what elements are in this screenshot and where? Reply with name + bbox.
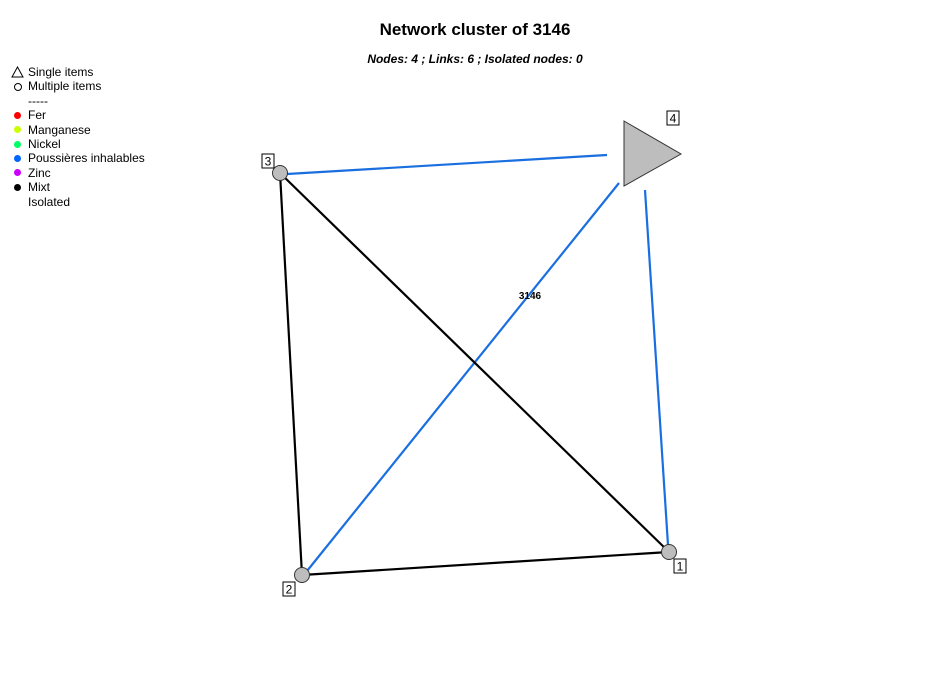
yellow-dot-icon — [14, 126, 21, 134]
link-3-2 — [278, 172, 304, 576]
node-label-4: 4 — [666, 110, 680, 126]
legend-item-nickel: Nickel — [10, 137, 145, 151]
node-label-1: 1 — [673, 558, 687, 574]
legend-label: Manganese — [28, 122, 91, 137]
legend-item-isolated: Isolated — [10, 195, 145, 209]
node-1 — [661, 544, 677, 560]
blue-dot-icon — [14, 155, 21, 163]
legend-separator: ----- — [28, 93, 48, 108]
legend-label: Mixt — [28, 180, 50, 195]
chart-title: Network cluster of 3146 — [379, 20, 571, 39]
legend-item-single: Single items — [10, 65, 145, 79]
red-dot-icon — [14, 111, 21, 119]
link-4-2 — [306, 182, 620, 572]
legend-item-mixt: Mixt — [10, 180, 145, 194]
legend-label: Poussières inhalables — [28, 151, 145, 166]
legend: Single items Multiple items ----- Fer Ma… — [10, 65, 145, 209]
svg-text:2: 2 — [286, 583, 293, 597]
node-2 — [294, 567, 310, 583]
legend-item-manganese: Manganese — [10, 123, 145, 137]
legend-item-fer: Fer — [10, 108, 145, 122]
link-4-1 — [643, 189, 670, 546]
circle-icon — [10, 82, 25, 91]
legend-label: Single items — [28, 65, 94, 79]
node-label-3: 3 — [261, 153, 275, 169]
node-3 — [272, 165, 288, 181]
legend-label: Fer — [28, 108, 46, 123]
link-3-4 — [286, 153, 608, 176]
svg-text:3: 3 — [265, 155, 272, 169]
link-2-1 — [301, 550, 670, 577]
link-label: 3146 — [519, 291, 542, 302]
purple-dot-icon — [14, 169, 21, 177]
link-3-1 — [279, 172, 670, 553]
node-label-2: 2 — [282, 581, 296, 597]
legend-label: Nickel — [28, 136, 61, 151]
chart-subtitle: Nodes: 4 ; Links: 6 ; Isolated nodes: 0 — [367, 52, 583, 66]
legend-label: Zinc — [28, 165, 51, 180]
legend-item-zinc: Zinc — [10, 166, 145, 180]
green-dot-icon — [14, 140, 21, 148]
svg-text:4: 4 — [670, 112, 677, 126]
node-4 — [623, 120, 683, 187]
black-dot-icon — [14, 183, 21, 191]
triangle-icon — [10, 66, 25, 78]
legend-item-multiple: Multiple items — [10, 79, 145, 93]
svg-text:1: 1 — [677, 560, 684, 574]
legend-item-poussieres: Poussières inhalables — [10, 151, 145, 165]
legend-label: Isolated — [28, 194, 71, 209]
legend-label: Multiple items — [28, 79, 102, 94]
